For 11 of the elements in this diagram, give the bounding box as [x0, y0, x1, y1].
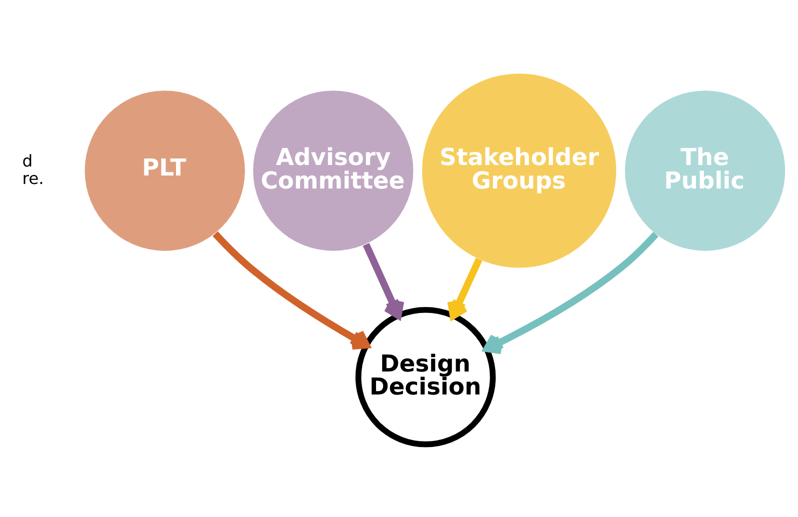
label: re.	[22, 168, 44, 188]
arrow	[212, 230, 370, 350]
arrow	[483, 231, 658, 354]
node-circle: The Public	[624, 90, 786, 250]
arrow	[447, 257, 482, 319]
arrow	[362, 242, 404, 319]
node-circle: Design Decision	[355, 306, 496, 447]
node-circle: Stakeholder Groups	[422, 73, 616, 268]
node-circle: Advisory Committee	[253, 90, 414, 250]
label: d	[22, 150, 33, 170]
node-circle: PLT	[84, 90, 245, 250]
